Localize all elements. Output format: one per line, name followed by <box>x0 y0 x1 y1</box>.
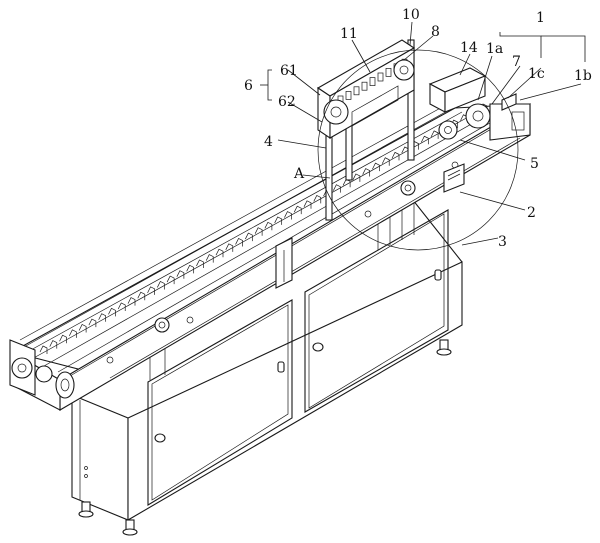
chain-tooth <box>264 221 273 231</box>
chain-tooth <box>333 184 341 193</box>
middle-bracket <box>275 237 293 289</box>
chain-tooth <box>313 194 322 204</box>
label-1a: 1a <box>486 41 503 57</box>
chain-tooth <box>362 168 371 177</box>
label-7: 7 <box>512 54 521 70</box>
top-chain-tooth <box>353 86 360 96</box>
chain-tooth <box>137 291 146 301</box>
chain-tooth <box>274 216 283 225</box>
feet <box>78 339 452 536</box>
chain-tooth <box>245 232 253 242</box>
chain-links <box>39 103 488 354</box>
label-61: 61 <box>280 63 298 79</box>
chain-tooth <box>293 205 302 215</box>
label-11: 11 <box>340 26 358 42</box>
adjust-knobs <box>154 180 416 333</box>
chain-tooth <box>69 329 77 338</box>
chain-tooth <box>157 280 165 290</box>
leader-lines <box>260 21 586 246</box>
chain-tooth <box>205 254 214 263</box>
top-chain-tooth <box>385 68 392 77</box>
sensor-block <box>443 163 465 193</box>
label-8: 8 <box>431 24 440 40</box>
label-1: 1 <box>536 10 545 26</box>
label-2: 2 <box>527 205 536 221</box>
chain-tooth <box>352 173 361 182</box>
detail-circle-A <box>317 49 519 251</box>
label-4: 4 <box>264 134 273 150</box>
label-10: 10 <box>402 7 420 23</box>
label-5: 5 <box>530 156 539 172</box>
chain-tooth <box>49 340 58 349</box>
chain-tooth <box>196 259 204 268</box>
chain-tooth <box>284 211 292 220</box>
left-end-sprocket <box>9 339 75 399</box>
label-1c: 1c <box>528 66 545 82</box>
chain-tooth <box>166 275 175 285</box>
chain-tooth <box>430 130 439 139</box>
top-chain-tooth <box>377 72 384 82</box>
label-1b: 1b <box>574 68 592 84</box>
top-chain-tooth <box>361 81 368 91</box>
chain-tooth <box>215 248 224 258</box>
chain-tooth <box>39 345 48 354</box>
chain-tooth <box>147 286 155 295</box>
chain-tooth <box>421 135 429 145</box>
chain-tooth <box>186 264 195 274</box>
chain-tooth <box>78 324 87 333</box>
left-door <box>147 299 293 506</box>
reference-labels: 1 1a 1b 1c 2 3 4 5 6 61 62 7 8 10 11 14 … <box>244 7 592 250</box>
label-A: A <box>293 166 305 182</box>
chain-tooth <box>108 307 116 317</box>
label-14: 14 <box>460 40 478 56</box>
label-6: 6 <box>244 78 253 94</box>
chain-tooth <box>372 162 380 172</box>
chain-tooth <box>381 157 390 166</box>
right-door <box>304 209 449 413</box>
chain-tooth <box>391 151 400 161</box>
chain-tooth <box>98 313 107 322</box>
top-chain-tooth <box>369 77 376 86</box>
conveyor-beam <box>10 99 531 411</box>
chain-tooth <box>254 227 263 236</box>
chain-tooth <box>59 334 67 344</box>
chain-tooth <box>235 237 243 247</box>
chain-tooth <box>303 200 312 209</box>
chain-tooth <box>176 270 185 279</box>
chain-tooth <box>117 302 126 311</box>
label-62: 62 <box>278 94 296 110</box>
label-3: 3 <box>498 234 507 250</box>
top-chain-tooth <box>345 91 352 100</box>
chain-tooth <box>88 318 97 328</box>
chain-tooth <box>127 297 136 306</box>
chain-tooth <box>225 243 234 252</box>
